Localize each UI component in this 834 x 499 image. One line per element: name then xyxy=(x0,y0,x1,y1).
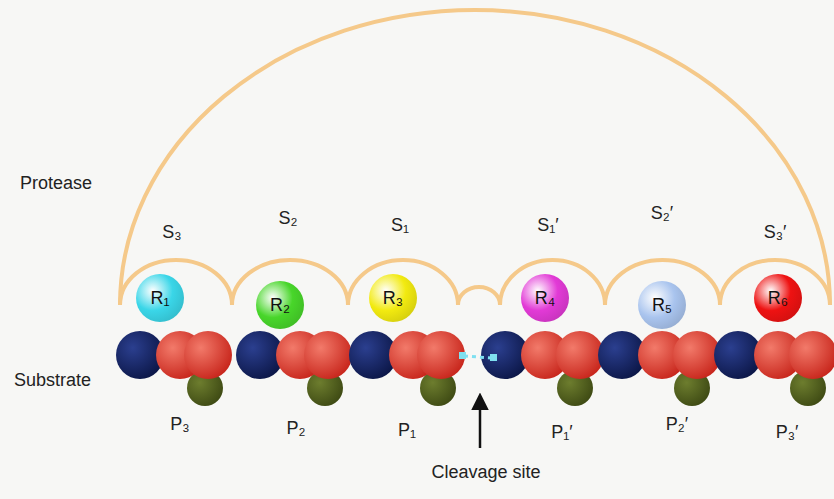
pocket-label: S₃′ xyxy=(764,222,787,243)
side-chain-circle: R₁ xyxy=(136,274,184,322)
residue-beads xyxy=(714,331,834,406)
side-chain-circle: R₆ xyxy=(754,274,802,322)
protease-arc xyxy=(120,10,830,305)
protein-label: Protease xyxy=(20,173,92,194)
side-chain-circle: R₂ xyxy=(256,281,304,329)
position-label: P₃′ xyxy=(776,422,799,443)
side-chain-label: R₆ xyxy=(768,288,788,309)
residue-beads xyxy=(236,331,352,406)
pocket-arc xyxy=(458,287,500,305)
position-label: P₂ xyxy=(287,418,306,439)
side-chain-circle: R₄ xyxy=(521,274,569,322)
pocket-label: S₃ xyxy=(162,222,181,243)
residue-beads xyxy=(598,331,721,406)
residue-beads xyxy=(349,331,465,406)
cleavage-label: Cleavage site xyxy=(431,462,540,483)
side-chain-label: R₅ xyxy=(652,295,672,316)
residue-beads xyxy=(116,331,232,406)
side-chain-label: R₄ xyxy=(535,288,555,309)
position-label: P₂′ xyxy=(666,414,688,435)
position-label: P₁ xyxy=(398,420,416,441)
substrate-chain xyxy=(116,331,834,406)
protease-outline xyxy=(120,10,830,305)
side-chain-circle: R₅ xyxy=(638,281,686,329)
pocket-label: S₁′ xyxy=(537,215,558,236)
side-chain-label: R₃ xyxy=(383,288,403,309)
residue-beads xyxy=(481,331,604,406)
substrate-label: Substrate xyxy=(14,370,91,391)
side-chain-label: R₂ xyxy=(270,295,290,316)
position-label: P₃ xyxy=(170,414,189,435)
pocket-label: S₂′ xyxy=(651,203,673,224)
pocket-label: S₂ xyxy=(279,208,298,229)
position-label: P₁′ xyxy=(551,422,572,443)
pocket-label: S₁ xyxy=(391,215,409,236)
side-chain-circle: R₃ xyxy=(369,274,417,322)
side-chain-label: R₁ xyxy=(150,288,169,309)
cleavage-arrow xyxy=(479,396,482,448)
cleavage-bond xyxy=(459,352,497,361)
